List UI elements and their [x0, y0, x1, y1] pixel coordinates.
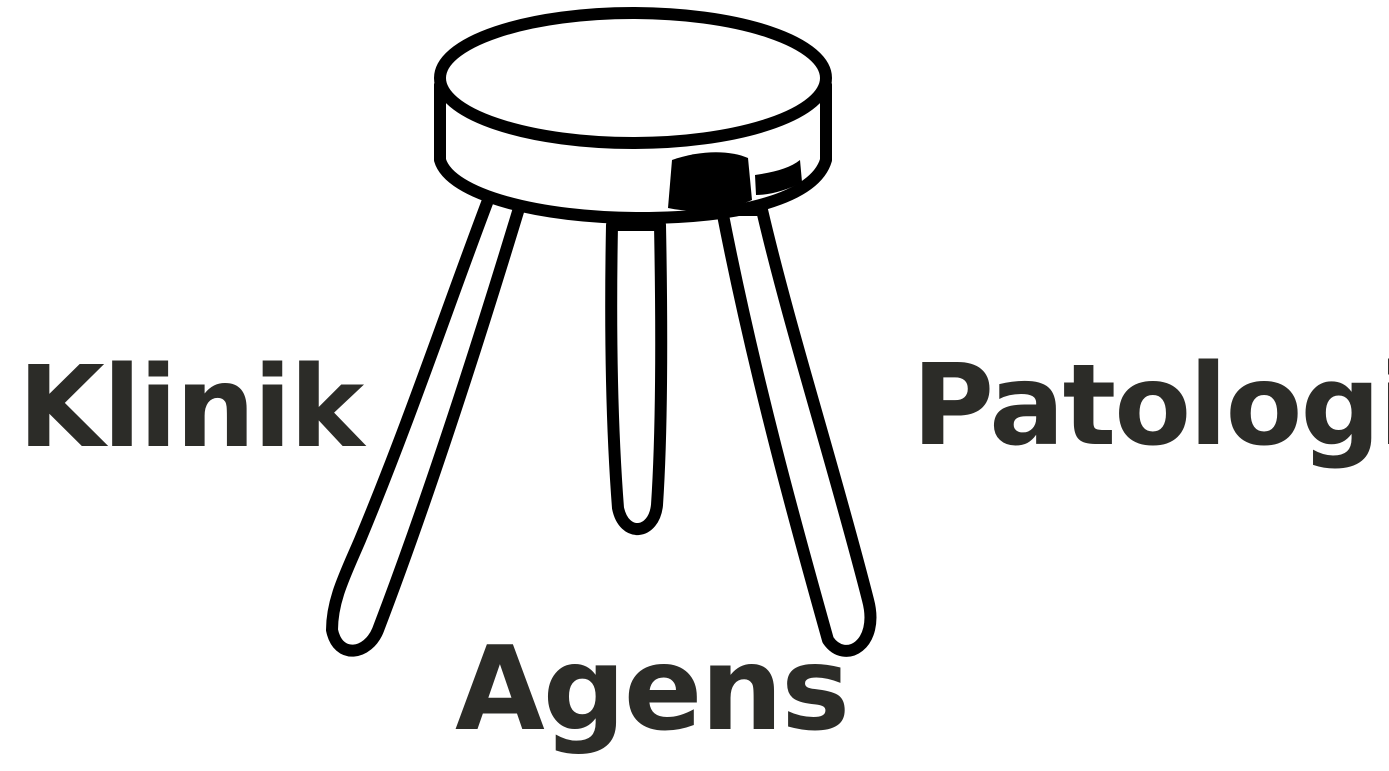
- stool-leg-middle: [611, 225, 661, 529]
- stool-seat-top: [440, 13, 826, 143]
- label-agens: Agens: [455, 632, 848, 748]
- label-klinik: Klinik: [18, 352, 362, 464]
- stool-rim-shadow: [668, 152, 752, 211]
- stool-leg-right: [722, 210, 870, 651]
- label-patologi: Patologi: [912, 350, 1389, 462]
